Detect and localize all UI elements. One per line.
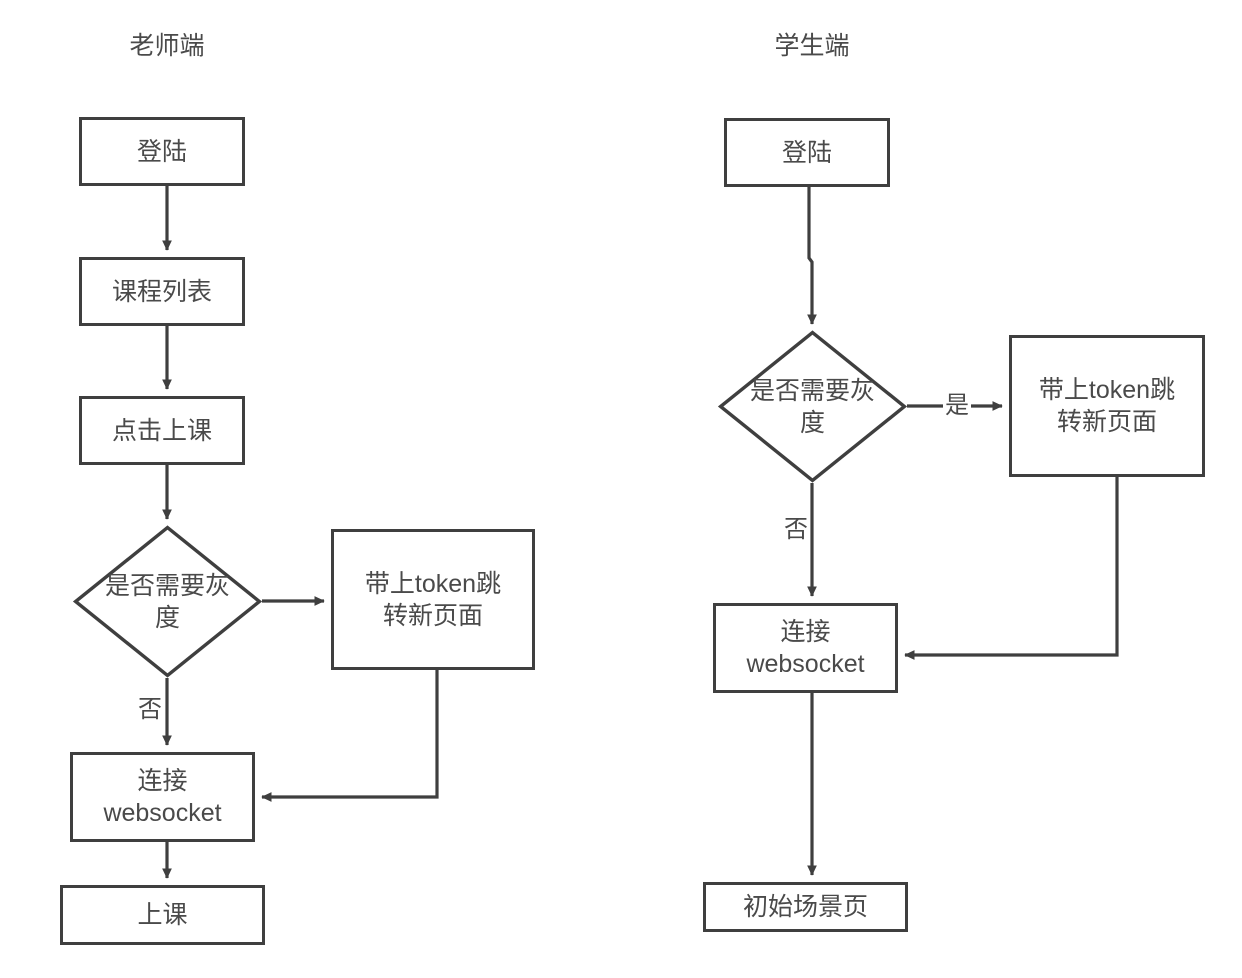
edge-label-teacher-no: 否 bbox=[136, 696, 164, 723]
node-student-login[interactable]: 登陆 bbox=[724, 118, 890, 187]
node-student-token-redirect[interactable]: 带上token跳 转新页面 bbox=[1009, 335, 1205, 477]
node-teacher-connect-websocket[interactable]: 连接 websocket bbox=[70, 752, 255, 842]
node-teacher-decision-gray-release[interactable]: 是否需要灰 度 bbox=[72, 525, 263, 678]
node-teacher-token-redirect[interactable]: 带上token跳 转新页面 bbox=[331, 529, 535, 670]
edge-label-student-no: 否 bbox=[782, 516, 810, 543]
node-label: 是否需要灰 度 bbox=[104, 571, 230, 632]
edge-s-login-to-decision bbox=[807, 187, 817, 325]
diamond-shape bbox=[72, 525, 263, 678]
node-student-initial-scene[interactable]: 初始场景页 bbox=[703, 882, 908, 932]
node-label: 是否需要灰 度 bbox=[749, 376, 875, 437]
edge-t-token-to-websocket bbox=[261, 670, 439, 802]
node-teacher-start-class[interactable]: 点击上课 bbox=[79, 396, 245, 465]
node-student-decision-gray-release[interactable]: 是否需要灰 度 bbox=[717, 330, 908, 483]
node-teacher-in-class[interactable]: 上课 bbox=[60, 885, 265, 945]
node-teacher-course-list[interactable]: 课程列表 bbox=[79, 257, 245, 326]
edge-label-student-yes: 是 bbox=[943, 392, 971, 419]
column-title-teacher: 老师端 bbox=[129, 32, 205, 60]
diamond-shape bbox=[717, 330, 908, 483]
edge-s-token-to-websocket bbox=[904, 477, 1119, 660]
column-title-student: 学生端 bbox=[774, 32, 850, 60]
node-teacher-login[interactable]: 登陆 bbox=[79, 117, 245, 186]
node-student-connect-websocket[interactable]: 连接 websocket bbox=[713, 603, 898, 693]
